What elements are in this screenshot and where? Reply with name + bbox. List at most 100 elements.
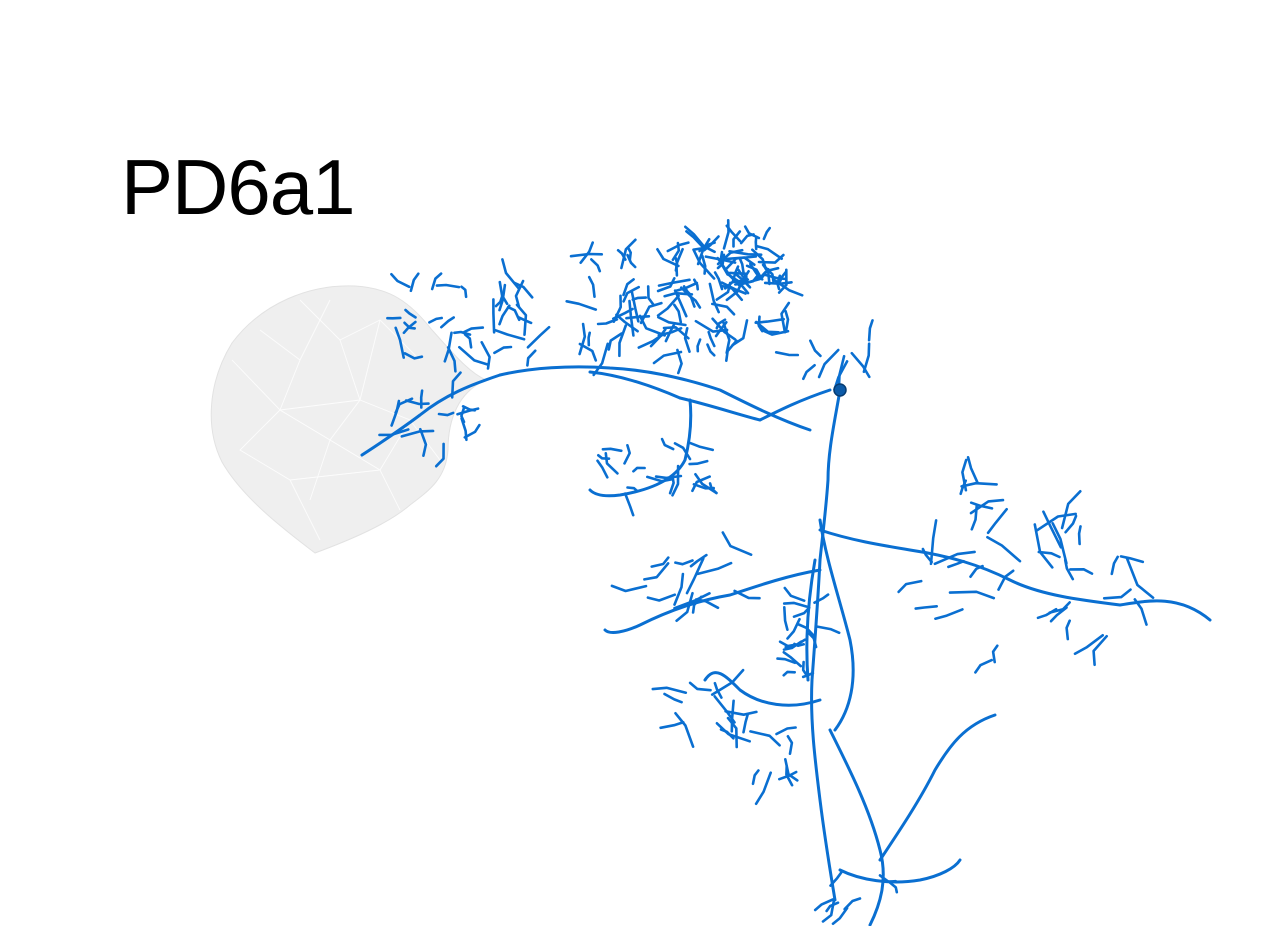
neurite-branch-313 <box>869 320 872 340</box>
neurite-branch-94 <box>580 344 596 360</box>
neurite-branch-167 <box>465 335 471 348</box>
neurite-branch-240 <box>675 574 683 605</box>
neurite-branch-149 <box>411 274 418 291</box>
neuron-title: PD6a1 <box>121 148 355 226</box>
neurite-branch-62 <box>589 333 590 345</box>
neurite-branch-278 <box>1121 556 1143 562</box>
neurite-branch-264 <box>753 771 758 784</box>
neurite-branch-190 <box>603 449 621 451</box>
neurite-branch-97 <box>626 316 649 318</box>
neurite-branch-254 <box>661 722 684 728</box>
neurite-branch-218 <box>784 672 795 675</box>
neurite-branch-41 <box>709 332 715 346</box>
neurite-branch-203 <box>690 443 712 450</box>
neurite-branch-118 <box>724 220 729 248</box>
neurite-branch-266 <box>948 561 963 567</box>
neurite-branch-19 <box>589 277 594 297</box>
neurite-branch-147 <box>495 330 524 339</box>
neurite-branch-305 <box>971 503 992 509</box>
neurite-branch-302 <box>962 483 997 486</box>
neurite-branch-86 <box>759 317 763 331</box>
neurite-branch-274 <box>975 660 991 672</box>
neurite-branch-4 <box>680 390 830 420</box>
neurite-branch-153 <box>528 327 549 347</box>
neurite-branch-319 <box>890 883 897 892</box>
neurite-branch-261 <box>788 736 792 753</box>
neurite-branch-205 <box>625 494 633 516</box>
neurite-branch-273 <box>931 520 936 563</box>
neurite-branch-183 <box>465 425 480 437</box>
neurite-branch-238 <box>675 561 692 565</box>
neurite-branch-237 <box>698 563 731 574</box>
neurite-branch-5 <box>500 367 810 430</box>
neurite-branch-320 <box>845 899 860 910</box>
neurite-branch-39 <box>698 340 701 352</box>
neurite-branch-73 <box>580 324 585 354</box>
neurite-branch-122 <box>764 228 770 239</box>
neurite-branch-257 <box>756 773 771 804</box>
neurite-branch-159 <box>454 332 470 335</box>
neurite-branch-68 <box>633 298 646 300</box>
neurite-branch-311 <box>819 350 838 377</box>
neurite-branch-142 <box>437 285 459 287</box>
neurite-branch-209 <box>625 445 630 463</box>
neurite-branch-289 <box>1112 557 1118 574</box>
soma-circle <box>834 384 846 396</box>
neurite-branch-231 <box>648 595 675 601</box>
neurite-branch-148 <box>527 351 535 366</box>
neurite-branch-38 <box>641 303 661 323</box>
neurite-branch-58 <box>776 352 798 355</box>
neurite-branch-248 <box>676 713 694 746</box>
neurite-branch-161 <box>441 318 453 328</box>
neurite-branch-173 <box>508 307 519 320</box>
neurite-branch-172 <box>391 274 409 287</box>
neurite-branch-44 <box>685 328 689 351</box>
neurite-branch-270 <box>916 606 937 608</box>
neurite-branch-143 <box>429 318 441 322</box>
neurite-branch-13 <box>840 860 960 882</box>
neurite-branch-210 <box>785 588 804 601</box>
neurite-branch-287 <box>1070 569 1092 573</box>
neurite-branch-169 <box>493 299 494 332</box>
neurite-branch-202 <box>710 483 716 493</box>
neurite-branch-285 <box>1067 621 1070 639</box>
neurite-branch-314 <box>803 365 814 379</box>
neurite-branch-84 <box>786 311 788 332</box>
neurite-branch-140 <box>494 347 511 353</box>
neurite-branch-47 <box>591 259 600 271</box>
neurite-branch-249 <box>653 688 686 693</box>
neurite-branch-72 <box>567 301 596 309</box>
neurite-branch-275 <box>993 646 997 662</box>
neurite-branch-253 <box>690 683 710 690</box>
neurite-branch-193 <box>628 488 638 492</box>
neurite-branch-198 <box>606 453 618 473</box>
neurite-branch-11 <box>830 730 883 925</box>
neurite-branch-236 <box>696 600 718 608</box>
neurite-branch-276 <box>950 592 994 598</box>
neurite-branch-199 <box>690 461 708 464</box>
neurite-branch-286 <box>987 537 1020 561</box>
neurite-branch-109 <box>756 237 757 249</box>
neurite-branch-31 <box>677 350 681 373</box>
neurite-branch-309 <box>810 341 820 356</box>
neurite-branch-76 <box>674 305 681 322</box>
neurite-branch-9 <box>605 570 820 632</box>
neurite-branch-268 <box>935 609 962 618</box>
neurite-branch-204 <box>633 468 644 471</box>
neurite-branch-298 <box>1066 516 1076 532</box>
neurite-branch-211 <box>788 619 800 638</box>
neurite-branch-306 <box>972 505 977 529</box>
neurite-branch-299 <box>988 509 1007 533</box>
neurite-branch-255 <box>777 728 796 735</box>
neurite-branch-284 <box>1127 558 1153 598</box>
neurite-branch-262 <box>744 715 748 732</box>
neurite-branch-160 <box>464 328 483 332</box>
neurite-branch-263 <box>750 731 779 745</box>
neurite-branch-22 <box>654 352 681 363</box>
neurite-branch-171 <box>462 287 467 297</box>
neurite-branch-303 <box>968 457 978 483</box>
neurite-branch-239 <box>723 533 751 555</box>
neurite-branch-8 <box>820 530 1210 620</box>
